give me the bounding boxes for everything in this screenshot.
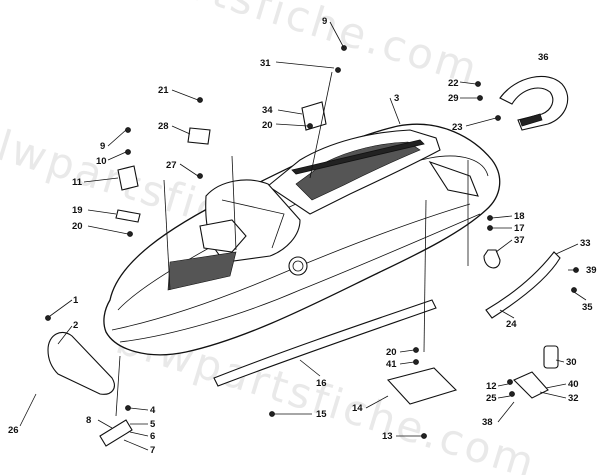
callout-c34: 34 (262, 105, 273, 116)
callout-c8: 8 (86, 415, 91, 426)
callout-c26: 26 (8, 425, 19, 436)
callout-c28: 28 (158, 121, 169, 132)
callout-c15: 15 (316, 409, 327, 420)
svg-text:blwpartsfiche.com: blwpartsfiche.com (53, 0, 485, 94)
plate-19 (115, 209, 141, 223)
hull-body (103, 123, 501, 356)
callout-c17: 17 (514, 223, 525, 234)
callout-c19: 19 (72, 205, 83, 216)
bracket-28 (187, 127, 211, 145)
callout-c9a: 9 (322, 16, 327, 27)
callout-c10: 10 (96, 156, 107, 167)
callout-c27: 27 (166, 160, 177, 171)
bracket-34 (301, 101, 327, 131)
bracket-7 (99, 419, 133, 447)
callout-c38: 38 (482, 417, 493, 428)
callout-c9b: 9 (100, 141, 105, 152)
callout-c16: 16 (316, 378, 327, 389)
callout-c11: 11 (72, 177, 83, 188)
callout-c20b: 20 (72, 221, 83, 232)
callout-c12: 12 (486, 381, 497, 392)
callout-c20c: 20 (386, 347, 397, 358)
hook-37 (483, 249, 501, 269)
callout-c41: 41 (386, 359, 397, 370)
callout-c20a: 20 (262, 120, 273, 131)
callout-c24: 24 (506, 319, 517, 330)
leader-lines (19, 21, 587, 451)
bracket-11 (117, 165, 139, 191)
callout-c18: 18 (514, 211, 525, 222)
callout-c5: 5 (150, 419, 156, 430)
latch-32 (513, 371, 549, 399)
callout-c7: 7 (150, 445, 155, 456)
callout-c40: 40 (568, 379, 579, 390)
callout-c2: 2 (73, 320, 78, 331)
callout-c13: 13 (382, 431, 393, 442)
rail-24 (485, 251, 561, 319)
callout-c1: 1 (73, 295, 79, 306)
latch-30 (543, 345, 559, 369)
callout-c22: 22 (448, 78, 459, 89)
callout-c30: 30 (566, 357, 577, 368)
callout-c29: 29 (448, 93, 459, 104)
callout-c33: 33 (580, 238, 591, 249)
grab-handle-36 (499, 75, 569, 131)
bumper-2 (47, 332, 115, 395)
callout-c21: 21 (158, 85, 169, 96)
callout-c6: 6 (150, 431, 155, 442)
callout-c36: 36 (538, 52, 549, 63)
rub-rail-16 (213, 299, 437, 387)
callout-c4: 4 (150, 405, 156, 416)
plate-14 (386, 367, 458, 405)
callout-c23: 23 (452, 122, 463, 133)
callout-c39: 39 (586, 265, 597, 276)
callout-c37: 37 (514, 235, 525, 246)
callout-c25: 25 (486, 393, 497, 404)
callout-c3: 3 (394, 93, 399, 104)
callout-c32: 32 (568, 393, 579, 404)
callout-c14: 14 (352, 403, 363, 414)
callout-labels: 9 31 36 21 22 29 3 34 28 20 23 9 10 27 1… (8, 16, 597, 456)
callout-c31: 31 (260, 58, 271, 69)
callout-c35: 35 (582, 302, 593, 313)
